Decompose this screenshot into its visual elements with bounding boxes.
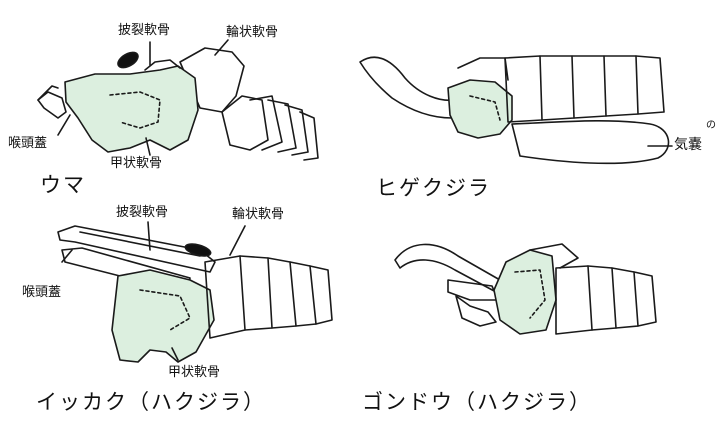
horse-leader-line	[58, 115, 70, 135]
narwhal-cricoid-label: 輪状軟骨	[232, 208, 284, 221]
narwhal-larynx-diagram	[58, 222, 332, 362]
baleen-larynx-diagram	[360, 56, 672, 163]
pilot-thyroid-cartilage	[494, 250, 556, 334]
narwhal-thyroid-label: 甲状軟骨	[168, 366, 220, 379]
horse-thyroid-cartilage	[65, 66, 198, 152]
narwhal-arytenoid-cartilage	[184, 242, 212, 258]
baleen-trachea-ring	[572, 56, 606, 118]
baleen-caption: ヒゲクジラ	[376, 178, 491, 199]
narwhal-tracheal-ring	[290, 262, 316, 326]
horse-epiglottis-label: 喉頭蓋	[8, 137, 47, 150]
baleen-trachea-ring	[604, 56, 638, 116]
horse-leader-line	[215, 40, 228, 55]
baleen-note-label: の	[706, 121, 716, 131]
baleen-laryngeal-sac	[512, 121, 668, 164]
pilot-larynx-diagram	[395, 244, 656, 334]
horse-arytenoid-cartilage	[115, 49, 140, 70]
horse-arytenoid-label: 披裂軟骨	[118, 24, 170, 37]
horse-larynx-diagram	[38, 40, 318, 160]
baleen-cartilage-cap	[458, 58, 508, 80]
baleen-trachea-ring	[636, 56, 664, 114]
baleen-thyroid-cartilage	[448, 80, 512, 138]
narwhal-epiglottis-label: 喉頭蓋	[22, 286, 61, 299]
baleen-trachea-label: 気嚢	[674, 138, 702, 152]
narwhal-arytenoid-label: 披裂軟骨	[116, 206, 168, 219]
narwhal-thyroid-cartilage	[112, 270, 214, 362]
pilot-caption: ゴンドウ（ハクジラ）	[362, 392, 592, 413]
horse-cricoid-label: 輪状軟骨	[226, 26, 278, 39]
pilot-tracheal-ring	[556, 266, 592, 334]
narwhal-leader-line	[230, 226, 245, 255]
baleen-arytenoid-process	[360, 57, 455, 118]
horse-thyroid-label: 甲状軟骨	[110, 157, 162, 170]
narwhal-caption: イッカク（ハクジラ）	[36, 392, 266, 413]
baleen-trachea-ring	[540, 56, 574, 120]
horse-caption: ウマ	[40, 175, 86, 196]
